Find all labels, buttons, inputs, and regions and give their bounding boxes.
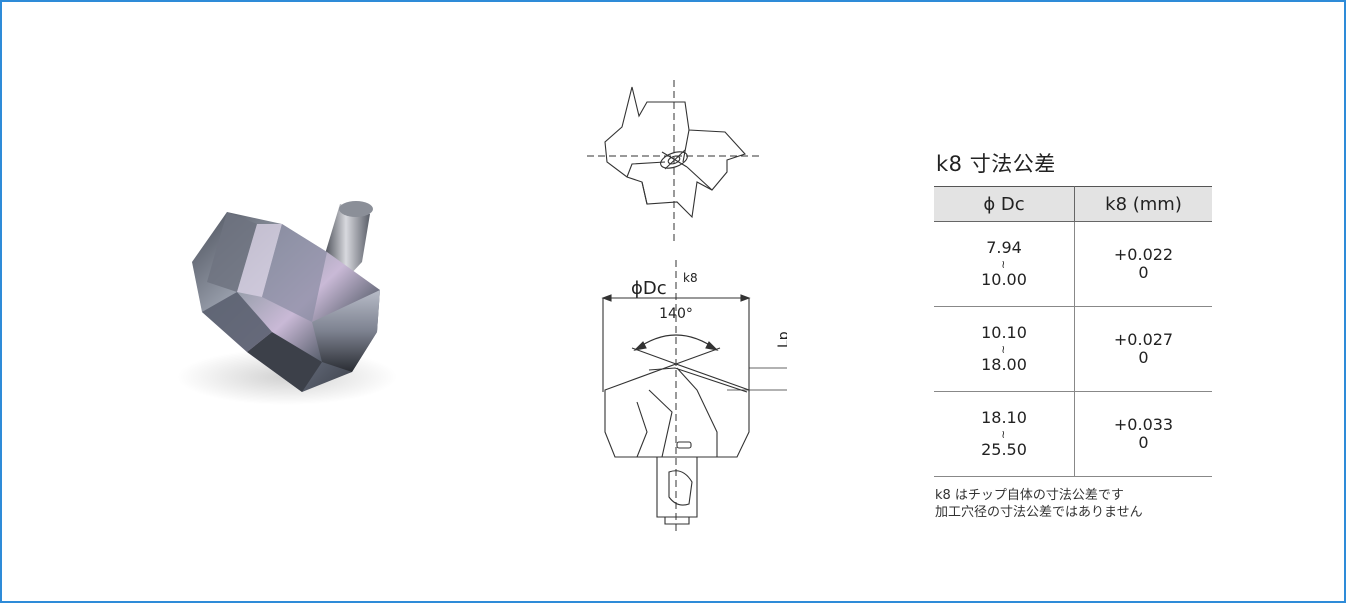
range-to: 10.00: [981, 269, 1027, 289]
tolerance-cell: +0.022 0: [1074, 221, 1212, 307]
range-to: 18.00: [981, 354, 1027, 374]
range-from: 10.10: [981, 323, 1027, 343]
tolerance-note: k8 はチップ自体の寸法公差です 加工穴径の寸法公差ではありません: [935, 487, 1224, 521]
table-row: 7.94 ~ 10.00 +0.022 0: [934, 221, 1212, 307]
diameter-label: ϕDc: [631, 278, 667, 299]
angle-label: 140°: [659, 306, 693, 322]
range-mark: ~: [997, 259, 1011, 269]
tolerance-lower: 0: [1138, 348, 1149, 367]
note-line-2: 加工穴径の寸法公差ではありません: [935, 505, 1143, 520]
table-header-row: ϕ Dc k8 (mm): [934, 186, 1212, 222]
diameter-range-cell: 18.10 ~ 25.50: [934, 391, 1075, 477]
range-mark: ~: [997, 344, 1011, 354]
technical-drawing: ϕDc k8 140° Lp: [587, 80, 787, 534]
tolerance-lower: 0: [1138, 433, 1149, 452]
table-row: 18.10 ~ 25.50 +0.033 0: [934, 391, 1212, 477]
tolerance-table: ϕ Dc k8 (mm) 7.94 ~ 10.00 +0.0: [934, 186, 1212, 477]
drill-tip-photo: [177, 201, 397, 405]
range-to: 25.50: [981, 439, 1027, 459]
diameter-superscript: k8: [683, 271, 698, 285]
tolerance-section: k8 寸法公差 ϕ Dc k8 (mm) 7.94 ~ 10.00: [934, 148, 1224, 521]
range-from: 18.10: [981, 408, 1027, 428]
tolerance-upper: +0.033: [1113, 414, 1174, 434]
header-k8: k8 (mm): [1074, 186, 1212, 222]
diameter-range-cell: 7.94 ~ 10.00: [934, 221, 1075, 307]
tolerance-cell: +0.033 0: [1074, 391, 1212, 477]
tolerance-title: k8 寸法公差: [936, 152, 1056, 176]
table-row: 10.10 ~ 18.00 +0.027 0: [934, 306, 1212, 392]
range-from: 7.94: [986, 238, 1022, 258]
end-view-outline: [604, 86, 746, 219]
tolerance-lower: 0: [1138, 263, 1149, 282]
range-mark: ~: [997, 429, 1011, 439]
lp-label: Lp: [776, 331, 787, 348]
header-diameter: ϕ Dc: [934, 186, 1075, 222]
diameter-range-cell: 10.10 ~ 18.00: [934, 306, 1075, 392]
side-view-outline: [604, 363, 750, 458]
tolerance-upper: +0.022: [1113, 244, 1174, 264]
tolerance-cell: +0.027 0: [1074, 306, 1212, 392]
note-line-1: k8 はチップ自体の寸法公差です: [935, 488, 1124, 503]
tolerance-upper: +0.027: [1113, 329, 1174, 349]
